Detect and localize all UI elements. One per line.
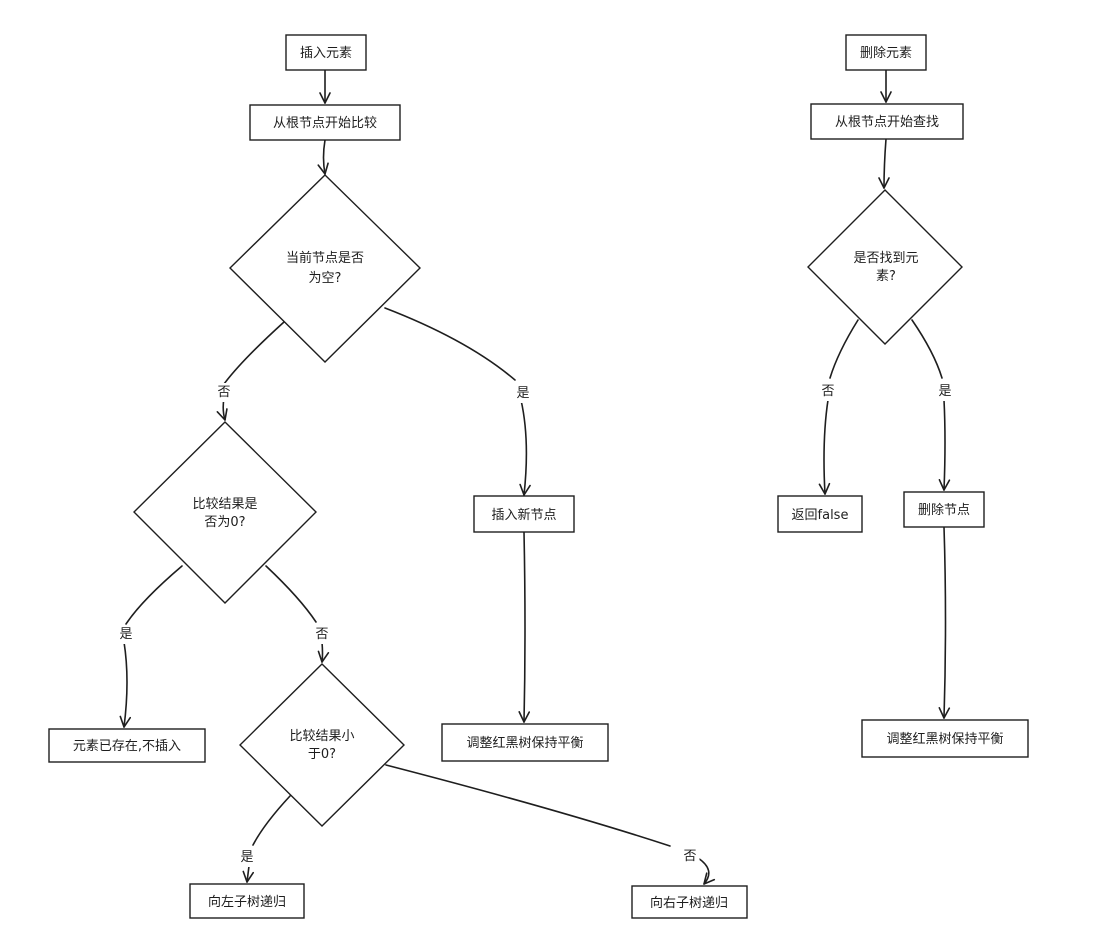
edges <box>124 69 951 884</box>
edge-label-background <box>237 848 257 867</box>
found-line1: 是否找到元 <box>853 251 918 266</box>
is-less-decision: 比较结果小 于0? <box>239 663 405 827</box>
insert-rebalance-node: 调整红黑树保持平衡 <box>441 723 609 762</box>
recurse-left-label: 向左子树递归 <box>208 894 286 910</box>
found-decision: 是否找到元 素? <box>807 189 963 345</box>
insert-start-node: 插入元素 <box>285 34 367 71</box>
label-isempty-no: 否 <box>217 385 230 400</box>
insert-new-label: 插入新节点 <box>491 507 556 523</box>
element-exists-label: 元素已存在,不插入 <box>73 739 181 754</box>
edge-isempty-to-insertnew-yes <box>384 307 526 495</box>
is-empty-decision: 当前节点是否 为空? <box>229 174 421 363</box>
label-iszero-yes: 是 <box>119 627 132 642</box>
edge-compare-to-isempty <box>317 139 329 175</box>
is-empty-line1: 当前节点是否 <box>286 250 364 266</box>
recurse-right-label: 向右子树递归 <box>650 895 728 911</box>
is-less-line2: 于0? <box>308 747 336 762</box>
edge-found-to-returnfalse-no <box>824 319 859 494</box>
label-isempty-yes: 是 <box>516 386 529 401</box>
edge-deletenode-to-rebalance <box>938 526 951 719</box>
edge-label-background <box>312 625 332 644</box>
insert-rebalance-label: 调整红黑树保持平衡 <box>466 735 583 751</box>
edge-label-background <box>513 384 533 403</box>
search-from-root-label: 从根节点开始查找 <box>835 115 939 130</box>
edge-label-background <box>935 382 955 401</box>
label-found-yes: 是 <box>938 384 951 399</box>
is-less-line1: 比较结果小 <box>289 729 354 744</box>
edge-isempty-to-iszero-no <box>223 321 285 420</box>
recurse-left-node: 向左子树递归 <box>189 883 305 919</box>
delete-start-label: 删除元素 <box>860 46 912 61</box>
is-empty-line2: 为空? <box>309 271 342 286</box>
insert-new-node: 插入新节点 <box>473 495 575 533</box>
delete-rebalance-node: 调整红黑树保持平衡 <box>861 719 1029 758</box>
edge-label-background <box>116 625 136 644</box>
edge-label-background <box>680 847 700 866</box>
edge-search-to-found <box>878 138 890 189</box>
label-found-no: 否 <box>821 384 834 399</box>
delete-node-label: 删除节点 <box>918 503 970 518</box>
is-zero-line2: 否为0? <box>204 515 245 530</box>
element-exists-node: 元素已存在,不插入 <box>48 728 206 763</box>
edge-insertnew-to-rebalance <box>518 531 531 723</box>
return-false-label: 返回false <box>792 508 849 523</box>
edge-label-background <box>818 382 838 401</box>
label-isless-yes: 是 <box>240 850 253 865</box>
search-from-root-node: 从根节点开始查找 <box>810 103 964 140</box>
compare-from-root-label: 从根节点开始比较 <box>273 116 377 131</box>
is-zero-line1: 比较结果是 <box>192 497 257 512</box>
compare-from-root-node: 从根节点开始比较 <box>249 104 401 141</box>
found-line2: 素? <box>876 269 896 284</box>
edge-isless-to-right-no <box>385 764 709 884</box>
insert-start-label: 插入元素 <box>300 46 352 61</box>
edge-isless-to-left-yes <box>247 795 291 882</box>
edge-label-background <box>214 383 234 402</box>
label-isless-no: 否 <box>683 849 696 864</box>
recurse-right-node: 向右子树递归 <box>631 885 748 919</box>
delete-node-node: 删除节点 <box>903 491 985 528</box>
return-false-node: 返回false <box>777 495 863 533</box>
edge-found-to-deletenode-yes <box>911 319 945 490</box>
is-zero-decision: 比较结果是 否为0? <box>133 421 317 604</box>
delete-rebalance-label: 调整红黑树保持平衡 <box>886 731 1003 747</box>
edge-iszero-to-exists-yes <box>124 565 183 727</box>
edge-iszero-to-isless-no <box>265 565 323 662</box>
delete-start-node: 删除元素 <box>845 34 927 71</box>
edge-labels: 否 是 是 否 是 否 否 是 <box>116 382 955 867</box>
label-iszero-no: 否 <box>315 627 328 642</box>
